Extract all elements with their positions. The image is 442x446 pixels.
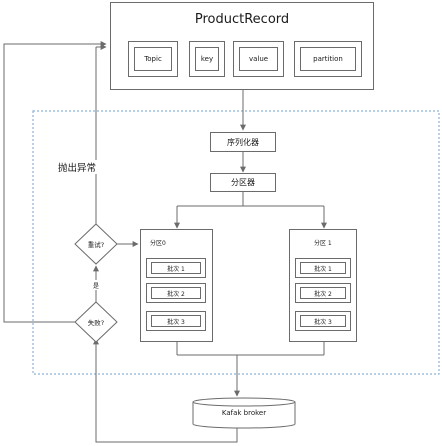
- fail-label: 失败?: [87, 319, 105, 327]
- partition-1-batch-2-frame: [300, 287, 346, 299]
- partition-1-batch-3-frame: [300, 315, 346, 327]
- field-value-frame: [239, 47, 278, 71]
- partition-0-batch-3: 批次 3: [146, 311, 206, 331]
- arrow-broker-to-fail: [93, 338, 238, 443]
- partition-0-batch-2-label: 批次 2: [167, 290, 185, 298]
- broker-label: Kafak broker: [221, 409, 267, 417]
- partition-1-batch-3: 批次 3: [295, 311, 351, 331]
- field-key-label: key: [200, 55, 214, 63]
- partitioner-box: 分区器: [210, 173, 276, 192]
- field-partition-frame: [300, 47, 356, 71]
- field-key: key: [189, 41, 225, 77]
- field-topic-label: Topic: [144, 55, 162, 63]
- field-partition: partition: [294, 41, 362, 77]
- partition-1-title: 分区 1: [314, 240, 332, 247]
- partition-0-batch-2: 批次 2: [146, 283, 206, 303]
- partition-0-batch-3-frame: [151, 315, 201, 327]
- partition-0-batch-1-frame: [151, 262, 201, 274]
- partition-1-batch-1: 批次 1: [295, 258, 351, 278]
- partition-0-batch-3-label: 批次 3: [167, 318, 185, 326]
- field-topic: Topic: [128, 41, 178, 77]
- arrow-fail-loop-to-record: [3, 41, 107, 323]
- field-value-label: value: [248, 55, 269, 63]
- partition-0-title: 分区0: [150, 240, 166, 247]
- field-value: value: [233, 41, 284, 77]
- fail-diamond: [74, 301, 118, 343]
- field-partition-label: partition: [313, 55, 343, 63]
- partition-1-batch-2: 批次 2: [295, 283, 351, 303]
- throw-exception-label: 抛出异常: [57, 160, 98, 174]
- broker-cylinder: [192, 397, 296, 429]
- yes-label: 是: [88, 280, 104, 290]
- product-record-title: ProductRecord: [194, 11, 290, 27]
- partition-1-batch-1-label: 批次 1: [314, 265, 332, 273]
- partition-1-batch-3-label: 批次 3: [314, 318, 332, 326]
- partition-0-batch-2-frame: [151, 287, 201, 299]
- retry-label: 重试?: [87, 241, 105, 249]
- serializer-box: 序列化器: [210, 132, 276, 152]
- field-topic-frame: [134, 47, 172, 71]
- partition-1-batch-1-frame: [300, 262, 346, 274]
- field-key-frame: [195, 47, 219, 71]
- processing-region: [32, 110, 440, 375]
- partition-1-batch-2-label: 批次 2: [314, 290, 332, 298]
- partition-0-batch-1-label: 批次 1: [167, 265, 185, 273]
- retry-diamond: [74, 223, 118, 265]
- partition-0-batch-1: 批次 1: [146, 258, 206, 278]
